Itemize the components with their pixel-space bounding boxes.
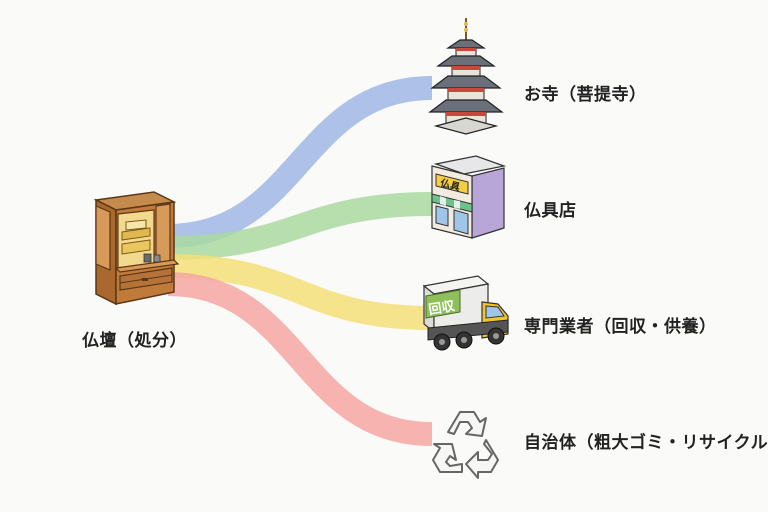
pagoda-temple-icon: [428, 18, 504, 135]
destination-shop: 仏具: [426, 154, 508, 242]
destination-truck-label: 専門業者（回収・供養）: [524, 317, 717, 337]
recycle-icon: [432, 411, 499, 479]
destination-truck: 回収: [420, 272, 510, 362]
source-label: 仏壇（処分）: [82, 331, 187, 351]
flow-ribbon-truck: [167, 254, 433, 330]
destination-temple-label: お寺（菩提寺）: [524, 85, 647, 105]
flow-ribbon-temple: [167, 76, 433, 248]
butsudan-altar-icon: [93, 191, 180, 306]
flow-ribbon-recycle: [167, 272, 433, 446]
flow-ribbon-shop: [167, 192, 433, 260]
destination-recycle: [428, 406, 504, 479]
shop-sign-text: 仏具: [439, 177, 461, 193]
flow-ribbons: [167, 76, 433, 446]
collection-truck-icon: 回収: [422, 275, 509, 351]
source-node: [92, 191, 180, 310]
destination-recycle-label: 自治体（粗大ゴミ・リサイクル: [524, 433, 768, 453]
buddhist-goods-shop-icon: 仏具: [431, 155, 507, 239]
destination-temple: [428, 18, 504, 136]
destination-shop-label: 仏具店: [524, 201, 577, 221]
truck-sign-text: 回収: [428, 299, 457, 318]
